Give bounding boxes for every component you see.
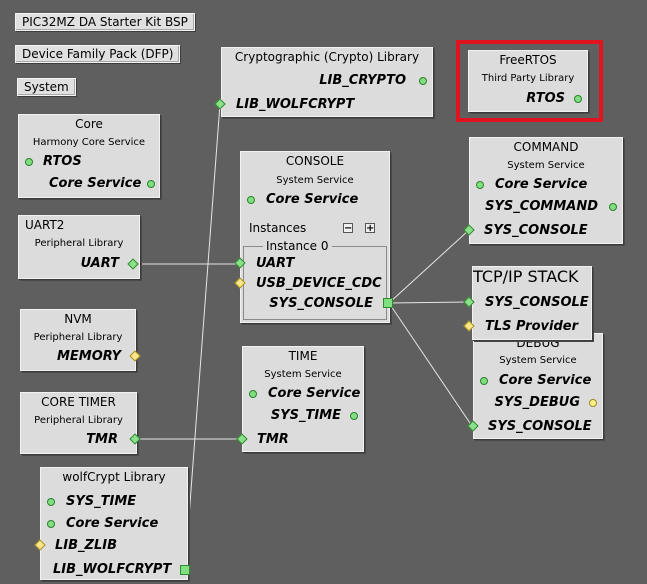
port-core-service: Core Service	[49, 176, 142, 191]
system-button[interactable]: System	[17, 78, 76, 96]
node-title: FreeRTOS	[499, 53, 557, 67]
instance-0-label: Instance 0	[263, 239, 332, 253]
port-uart: UART	[256, 256, 295, 271]
port-core-service: Core Service	[268, 386, 361, 401]
port-core-service: Core Service	[66, 516, 159, 531]
node-title: Core	[75, 117, 103, 131]
dfp-button[interactable]: Device Family Pack (DFP)	[15, 45, 181, 63]
collapse-instances-button[interactable]: −	[343, 223, 353, 234]
wire-console-command	[388, 229, 470, 304]
port-sys-console: SYS_CONSOLE	[484, 223, 588, 238]
freertos-highlight	[456, 40, 603, 122]
port-sys-time: SYS_TIME	[270, 408, 341, 423]
node-title: TIME	[288, 349, 318, 363]
port-core-service-connector[interactable]	[249, 390, 257, 398]
wire-console-tcpip	[388, 301, 470, 304]
node-subtitle: System Service	[276, 175, 354, 186]
wolfcrypt-lib-wolfcrypt-connector[interactable]	[180, 565, 190, 575]
wire-console-debug	[388, 302, 473, 427]
port-sys-console: SYS_CONSOLE	[488, 419, 592, 434]
port-tmr: TMR	[86, 432, 118, 447]
node-title: CORE TIMER	[41, 395, 116, 409]
node-subtitle: Peripheral Library	[34, 415, 123, 426]
node-title: TCP/IP STACK	[473, 267, 579, 286]
time-node[interactable]: TIME System Service Core Service SYS_TIM…	[242, 346, 364, 452]
port-lib-wolfcrypt: LIB_WOLFCRYPT	[53, 562, 172, 577]
port-rtos: RTOS	[43, 154, 82, 169]
node-subtitle: System Service	[264, 369, 342, 380]
node-subtitle: Third Party Library	[481, 73, 575, 84]
port-uart: UART	[80, 256, 119, 271]
node-subtitle: System Service	[499, 355, 577, 366]
node-subtitle: Peripheral Library	[34, 238, 124, 249]
port-lib-crypto-connector[interactable]	[419, 77, 427, 85]
port-sys-console: SYS_CONSOLE	[269, 296, 373, 311]
node-title: Cryptographic (Crypto) Library	[234, 50, 420, 64]
crypto-library-node[interactable]: Cryptographic (Crypto) Library LIB_CRYPT…	[221, 47, 433, 117]
port-sys-console-connector[interactable]	[383, 298, 393, 308]
tcpip-stack-node[interactable]: TCP/IP STACK SYS_CONSOLE TLS Provider	[472, 266, 592, 340]
node-subtitle: System Service	[507, 160, 585, 171]
port-lib-crypto: LIB_CRYPTO	[319, 73, 406, 88]
node-title: NVM	[64, 312, 92, 326]
freertos-node[interactable]: FreeRTOS Third Party Library RTOS	[468, 50, 588, 112]
instances-label: Instances	[249, 221, 307, 235]
port-core-service-connector[interactable]	[476, 181, 484, 189]
port-sys-time-connector[interactable]	[350, 412, 358, 420]
port-sys-debug: SYS_DEBUG	[494, 395, 580, 410]
port-lib-zlib: LIB_ZLIB	[55, 538, 117, 553]
port-core-service-connector[interactable]	[147, 180, 155, 188]
command-node[interactable]: COMMAND System Service Core Service SYS_…	[469, 137, 623, 244]
uart2-node[interactable]: UART2 Peripheral Library UART	[18, 215, 140, 279]
port-lib-wolfcrypt: LIB_WOLFCRYPT	[236, 97, 355, 112]
port-tls-provider: TLS Provider	[485, 319, 578, 334]
port-usb-device-cdc: USB_DEVICE_CDC	[256, 276, 382, 291]
debug-node[interactable]: DEBUG System Service Core Service SYS_DE…	[473, 333, 603, 439]
port-core-service: Core Service	[499, 373, 592, 388]
node-subtitle: Peripheral Library	[33, 332, 123, 343]
wire-wolfcrypt	[184, 103, 221, 571]
nvm-node[interactable]: NVM Peripheral Library MEMORY	[20, 309, 136, 371]
port-core-service-connector[interactable]	[480, 377, 488, 385]
console-node[interactable]: CONSOLE System Service Core Service Inst…	[240, 151, 390, 323]
plus-icon: +	[366, 223, 375, 234]
node-title: UART2	[25, 218, 65, 232]
minus-icon: −	[344, 223, 353, 234]
port-tmr: TMR	[257, 432, 289, 447]
node-title: COMMAND	[513, 140, 579, 154]
port-core-service-connector[interactable]	[247, 196, 255, 204]
core-timer-node[interactable]: CORE TIMER Peripheral Library TMR	[20, 392, 137, 454]
port-core-service: Core Service	[266, 192, 359, 207]
port-core-service: Core Service	[495, 177, 588, 192]
port-memory: MEMORY	[56, 349, 121, 364]
port-rtos: RTOS	[526, 91, 565, 106]
port-rtos-connector[interactable]	[25, 158, 33, 166]
port-sys-time-connector[interactable]	[47, 498, 55, 506]
node-subtitle: Harmony Core Service	[32, 137, 146, 148]
port-sys-command: SYS_COMMAND	[485, 199, 598, 214]
add-instance-button[interactable]: +	[365, 223, 375, 234]
port-sys-time: SYS_TIME	[66, 494, 137, 509]
port-sys-debug-connector[interactable]	[589, 399, 597, 407]
port-sys-console: SYS_CONSOLE	[485, 295, 589, 310]
wolfcrypt-library-node[interactable]: wolfCrypt Library SYS_TIME Core Service …	[40, 467, 188, 580]
core-node[interactable]: Core Harmony Core Service RTOS Core Serv…	[18, 114, 160, 198]
node-title: CONSOLE	[285, 154, 345, 168]
port-core-service-connector[interactable]	[47, 520, 55, 528]
node-title: wolfCrypt Library	[62, 470, 166, 484]
bsp-button[interactable]: PIC32MZ DA Starter Kit BSP	[15, 13, 195, 31]
port-rtos-connector[interactable]	[574, 95, 582, 103]
port-sys-command-connector[interactable]	[609, 203, 617, 211]
